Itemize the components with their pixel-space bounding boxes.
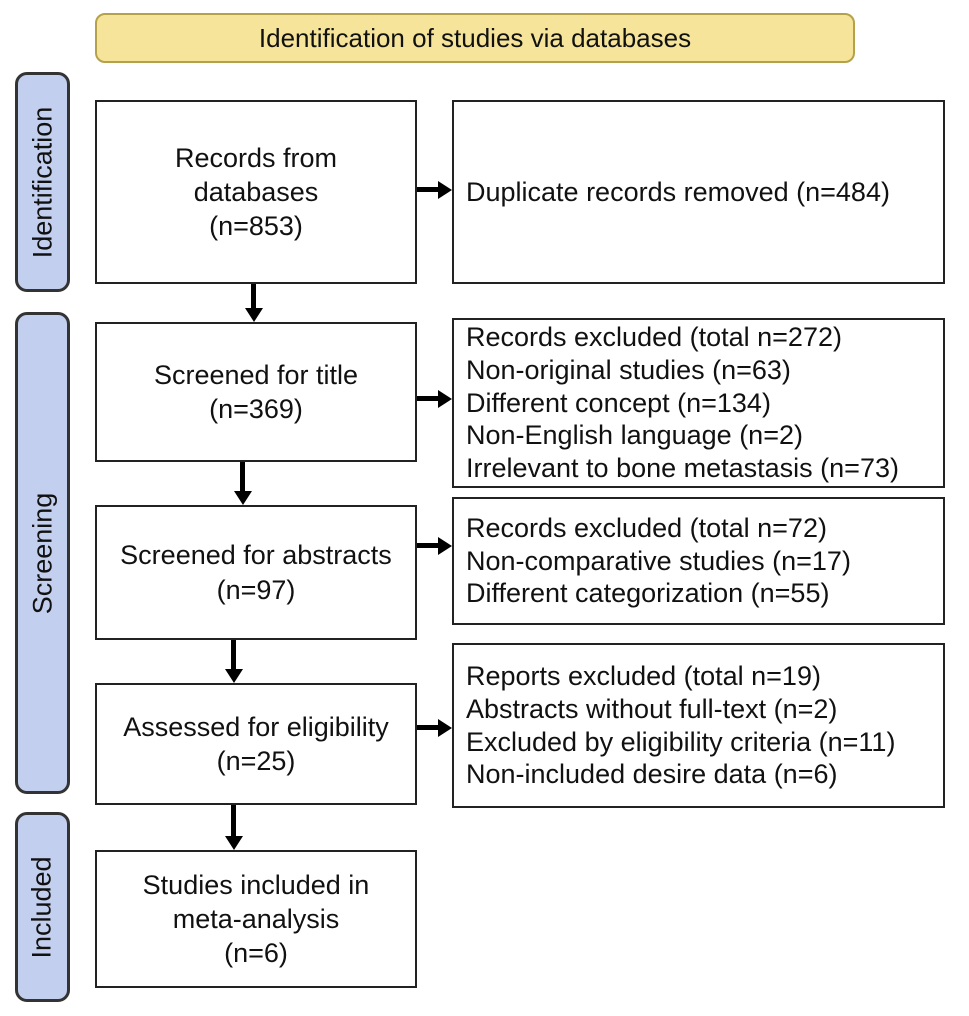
box-duplicate-records-removed-text: Duplicate records removed (n=484) [466,176,890,207]
arrow-down-title-to-abstracts [240,462,245,491]
box-studies-included-meta-analysis: Studies included in meta-analysis (n=6) [95,850,417,988]
arrow-down-abstracts-to-eligibility [231,640,236,669]
box-records-excluded-abstracts-text: Records excluded (total n=72) Non-compar… [466,512,851,609]
box-screened-for-abstracts: Screened for abstracts (n=97) [95,505,417,640]
box-assessed-for-eligibility: Assessed for eligibility (n=25) [95,683,417,805]
box-records-from-databases-text: Records from databases (n=853) [174,142,338,241]
sidebar-label-included-text: Included [27,855,57,959]
box-records-excluded-title: Records excluded (total n=272) Non-origi… [452,318,945,488]
box-duplicate-records-removed: Duplicate records removed (n=484) [452,100,945,284]
box-reports-excluded-eligibility-text: Reports excluded (total n=19) Abstracts … [466,660,896,790]
sidebar-label-screening-text: Screening [27,492,57,614]
box-studies-included-meta-analysis-text: Studies included in meta-analysis (n=6) [142,869,370,968]
box-records-excluded-abstracts: Records excluded (total n=72) Non-compar… [452,497,945,625]
box-records-from-databases: Records from databases (n=853) [95,100,417,284]
sidebar-label-identification: Identification [15,72,70,292]
sidebar-label-identification-text: Identification [27,106,58,258]
sidebar-label-included: Included [15,812,70,1002]
box-records-excluded-title-text: Records excluded (total n=272) Non-origi… [466,321,899,484]
arrow-right-records-to-duplicates [417,187,438,192]
arrow-right-eligibility-to-excluded [417,725,438,730]
arrow-down-records-to-title [251,284,256,308]
arrow-down-eligibility-to-included [231,805,236,836]
banner-identification-via-databases: Identification of studies via databases [95,13,855,63]
sidebar-label-screening: Screening [15,312,70,794]
box-reports-excluded-eligibility: Reports excluded (total n=19) Abstracts … [452,643,945,808]
banner-label: Identification of studies via databases [258,22,692,53]
arrow-right-title-to-excluded [417,396,438,401]
box-screened-for-title-text: Screened for title (n=369) [153,359,359,424]
box-screened-for-abstracts-text: Screened for abstracts (n=97) [120,540,392,605]
box-screened-for-title: Screened for title (n=369) [95,322,417,462]
arrow-right-abstracts-to-excluded [417,543,438,548]
box-assessed-for-eligibility-text: Assessed for eligibility (n=25) [123,711,389,776]
